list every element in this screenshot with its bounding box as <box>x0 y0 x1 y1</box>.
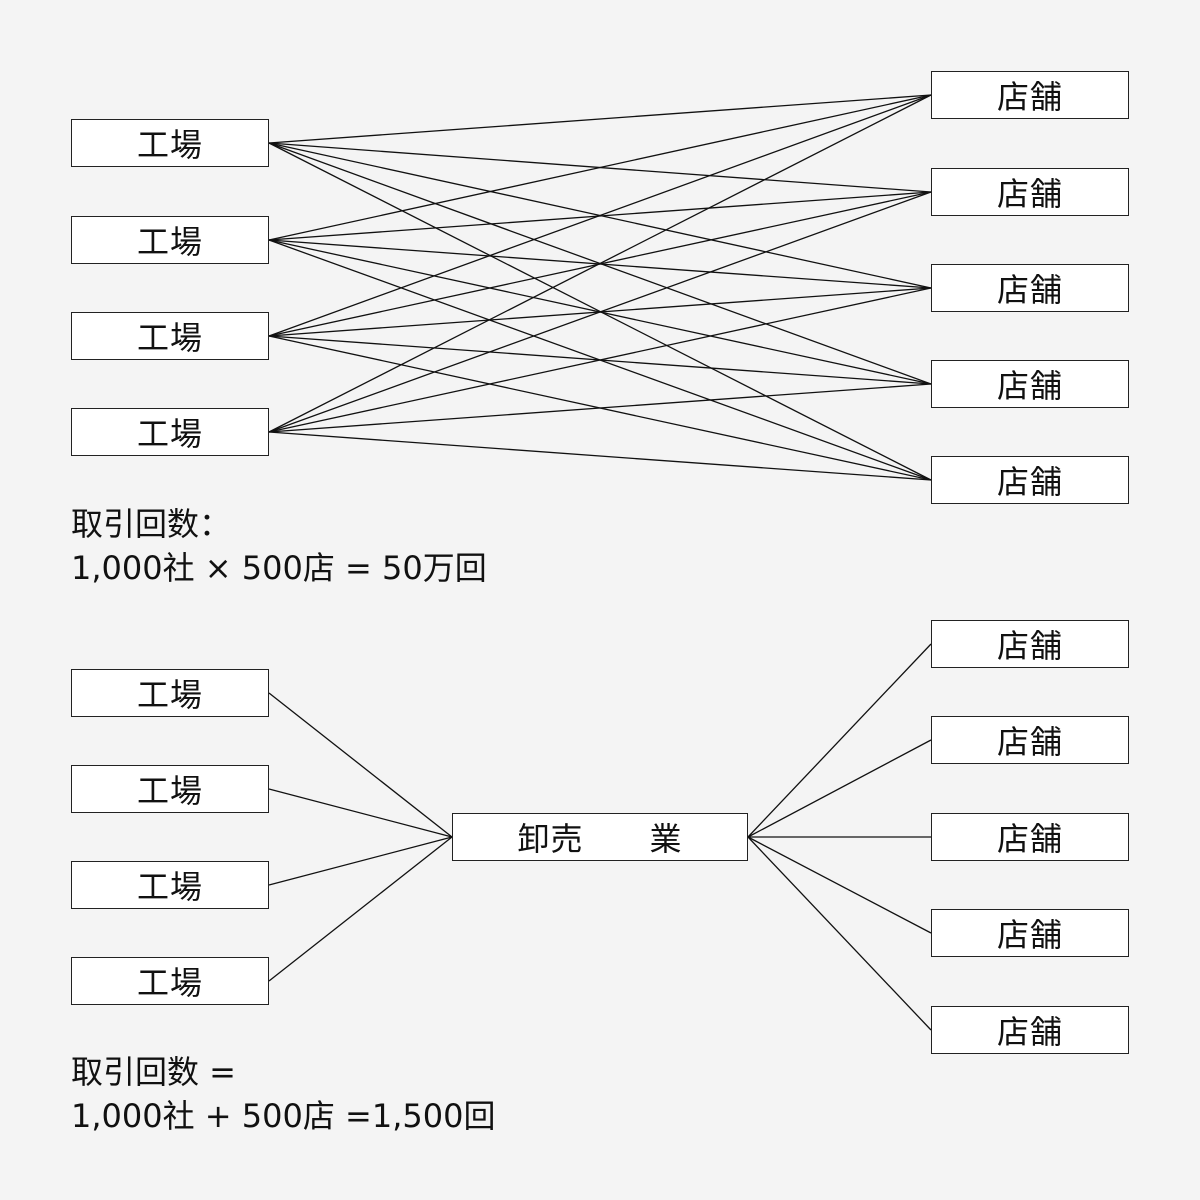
wholesaler-label: 卸売 業 <box>517 820 683 858</box>
bottom-factory-box: 工場 <box>71 861 269 909</box>
store-label: 店舗 <box>996 175 1063 213</box>
factory-label: 工場 <box>136 772 203 810</box>
top-caption: 取引回数： 1,000社 × 500店 = 50万回 <box>71 502 487 590</box>
bottom-caption-line1: 取引回数 = <box>71 1053 236 1091</box>
store-label: 店舗 <box>996 723 1063 761</box>
bottom-store-box: 店舗 <box>931 1006 1129 1054</box>
top-factory-box: 工場 <box>71 408 269 456</box>
store-label: 店舗 <box>996 271 1063 309</box>
bottom-caption: 取引回数 = 1,000社 + 500店 =1,500回 <box>71 1050 495 1138</box>
wholesaler-box: 卸売 業 <box>452 813 748 861</box>
factory-label: 工場 <box>136 415 203 453</box>
factory-label: 工場 <box>136 319 203 357</box>
bottom-store-box: 店舗 <box>931 909 1129 957</box>
factory-label: 工場 <box>136 223 203 261</box>
store-label: 店舗 <box>996 463 1063 501</box>
store-label: 店舗 <box>996 916 1063 954</box>
top-caption-line2: 1,000社 × 500店 = 50万回 <box>71 549 487 587</box>
top-factory-box: 工場 <box>71 312 269 360</box>
factory-label: 工場 <box>136 126 203 164</box>
bottom-caption-line2: 1,000社 + 500店 =1,500回 <box>71 1097 496 1135</box>
factory-label: 工場 <box>136 676 203 714</box>
store-label: 店舗 <box>996 820 1063 858</box>
store-label: 店舗 <box>996 367 1063 405</box>
top-store-box: 店舗 <box>931 360 1129 408</box>
store-label: 店舗 <box>996 1013 1063 1051</box>
bottom-factory-box: 工場 <box>71 765 269 813</box>
factory-label: 工場 <box>136 964 203 1002</box>
top-factory-box: 工場 <box>71 216 269 264</box>
top-caption-line1: 取引回数： <box>71 505 232 543</box>
bottom-store-box: 店舗 <box>931 813 1129 861</box>
top-store-box: 店舗 <box>931 456 1129 504</box>
bottom-factory-box: 工場 <box>71 957 269 1005</box>
bottom-factory-box: 工場 <box>71 669 269 717</box>
top-store-box: 店舗 <box>931 71 1129 119</box>
bottom-store-box: 店舗 <box>931 716 1129 764</box>
top-store-box: 店舗 <box>931 264 1129 312</box>
store-label: 店舗 <box>996 78 1063 116</box>
store-label: 店舗 <box>996 627 1063 665</box>
top-factory-box: 工場 <box>71 119 269 167</box>
bottom-store-box: 店舗 <box>931 620 1129 668</box>
factory-label: 工場 <box>136 868 203 906</box>
top-store-box: 店舗 <box>931 168 1129 216</box>
